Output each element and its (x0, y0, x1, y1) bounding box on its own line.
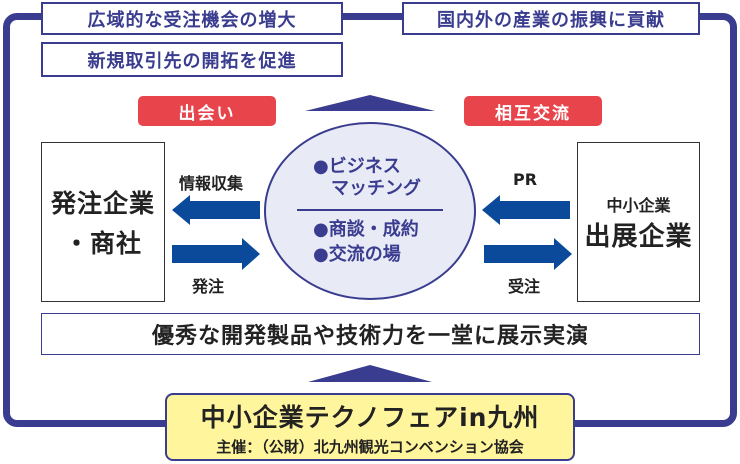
ellipse-item-exchange: ●交流の場 (313, 244, 401, 265)
arrow-right-order-icon (172, 238, 260, 270)
event-title: 中小企業テクノフェアin九州 (200, 402, 540, 432)
benefit-text-industry: 国内外の産業の振興に貢献 (437, 9, 665, 31)
ordering-company-box: 発注企業 ・商社 (41, 142, 165, 302)
event-organizer: 主催：（公財）北九州観光コンベンション協会 (216, 437, 524, 456)
ordering-company-line1: 発注企業 (50, 189, 155, 218)
exhibitor-company-sub: 中小企業 (606, 195, 671, 215)
ellipse-item-business: ●ビジネス (313, 156, 401, 177)
arrow-right-receive-icon (484, 238, 572, 270)
ellipse-item-negotiation: ●商談・成約 (313, 219, 419, 240)
arrow-left-pr-icon (482, 195, 570, 225)
ellipse-divider (297, 209, 443, 211)
label-receiving-orders: 受注 (508, 277, 541, 296)
benefit-box-industry: 国内外の産業の振興に貢献 (402, 2, 700, 35)
up-arrow-top-icon (305, 95, 435, 111)
benefit-text-wide-orders: 広域的な受注機会の増大 (87, 9, 297, 31)
arrow-left-info-icon (172, 195, 260, 225)
pill-mutual-exchange-label: 相互交流 (495, 103, 571, 124)
pill-meeting-label: 出会い (178, 103, 236, 124)
event-box: 中小企業テクノフェアin九州 主催：（公財）北九州観光コンベンション協会 (165, 393, 575, 461)
business-matching-ellipse (264, 122, 476, 300)
label-ordering: 発注 (192, 277, 225, 296)
exhibit-box: 優秀な開発製品や技術力を一堂に展示実演 (41, 313, 700, 355)
benefit-box-wide-orders: 広域的な受注機会の増大 (41, 2, 343, 35)
exhibit-text: 優秀な開発製品や技術力を一堂に展示実演 (151, 324, 589, 349)
pill-mutual-exchange: 相互交流 (464, 96, 602, 126)
pill-meeting: 出会い (138, 96, 276, 126)
benefit-box-new-partners: 新規取引先の開拓を促進 (41, 42, 343, 77)
up-arrow-bottom-icon (308, 365, 432, 382)
exhibitor-company-box: 中小企業 出展企業 (577, 142, 700, 302)
ordering-company-line2: ・商社 (63, 229, 142, 258)
exhibitor-company-main: 出展企業 (584, 221, 693, 252)
label-info-gathering: 情報収集 (179, 174, 244, 193)
label-pr: PR (513, 170, 538, 189)
ellipse-item-matching: マッチング (331, 178, 421, 199)
benefit-text-new-partners: 新規取引先の開拓を促進 (87, 50, 297, 72)
